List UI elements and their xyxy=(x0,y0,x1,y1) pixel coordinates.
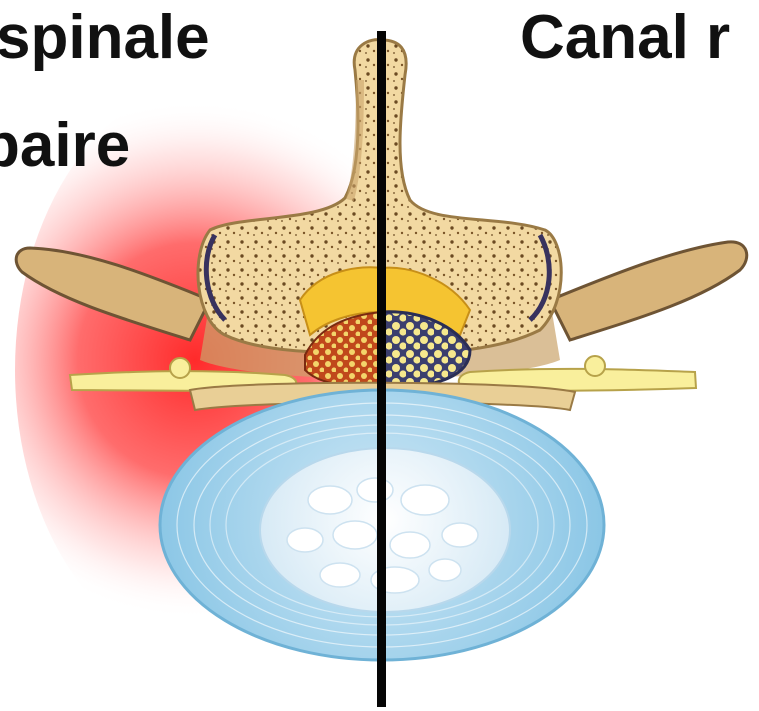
comparison-divider xyxy=(377,31,386,707)
title-left-line1: spinale xyxy=(0,7,210,69)
title-left-line2: baire xyxy=(0,115,130,177)
title-right: Canal r xyxy=(520,7,730,69)
